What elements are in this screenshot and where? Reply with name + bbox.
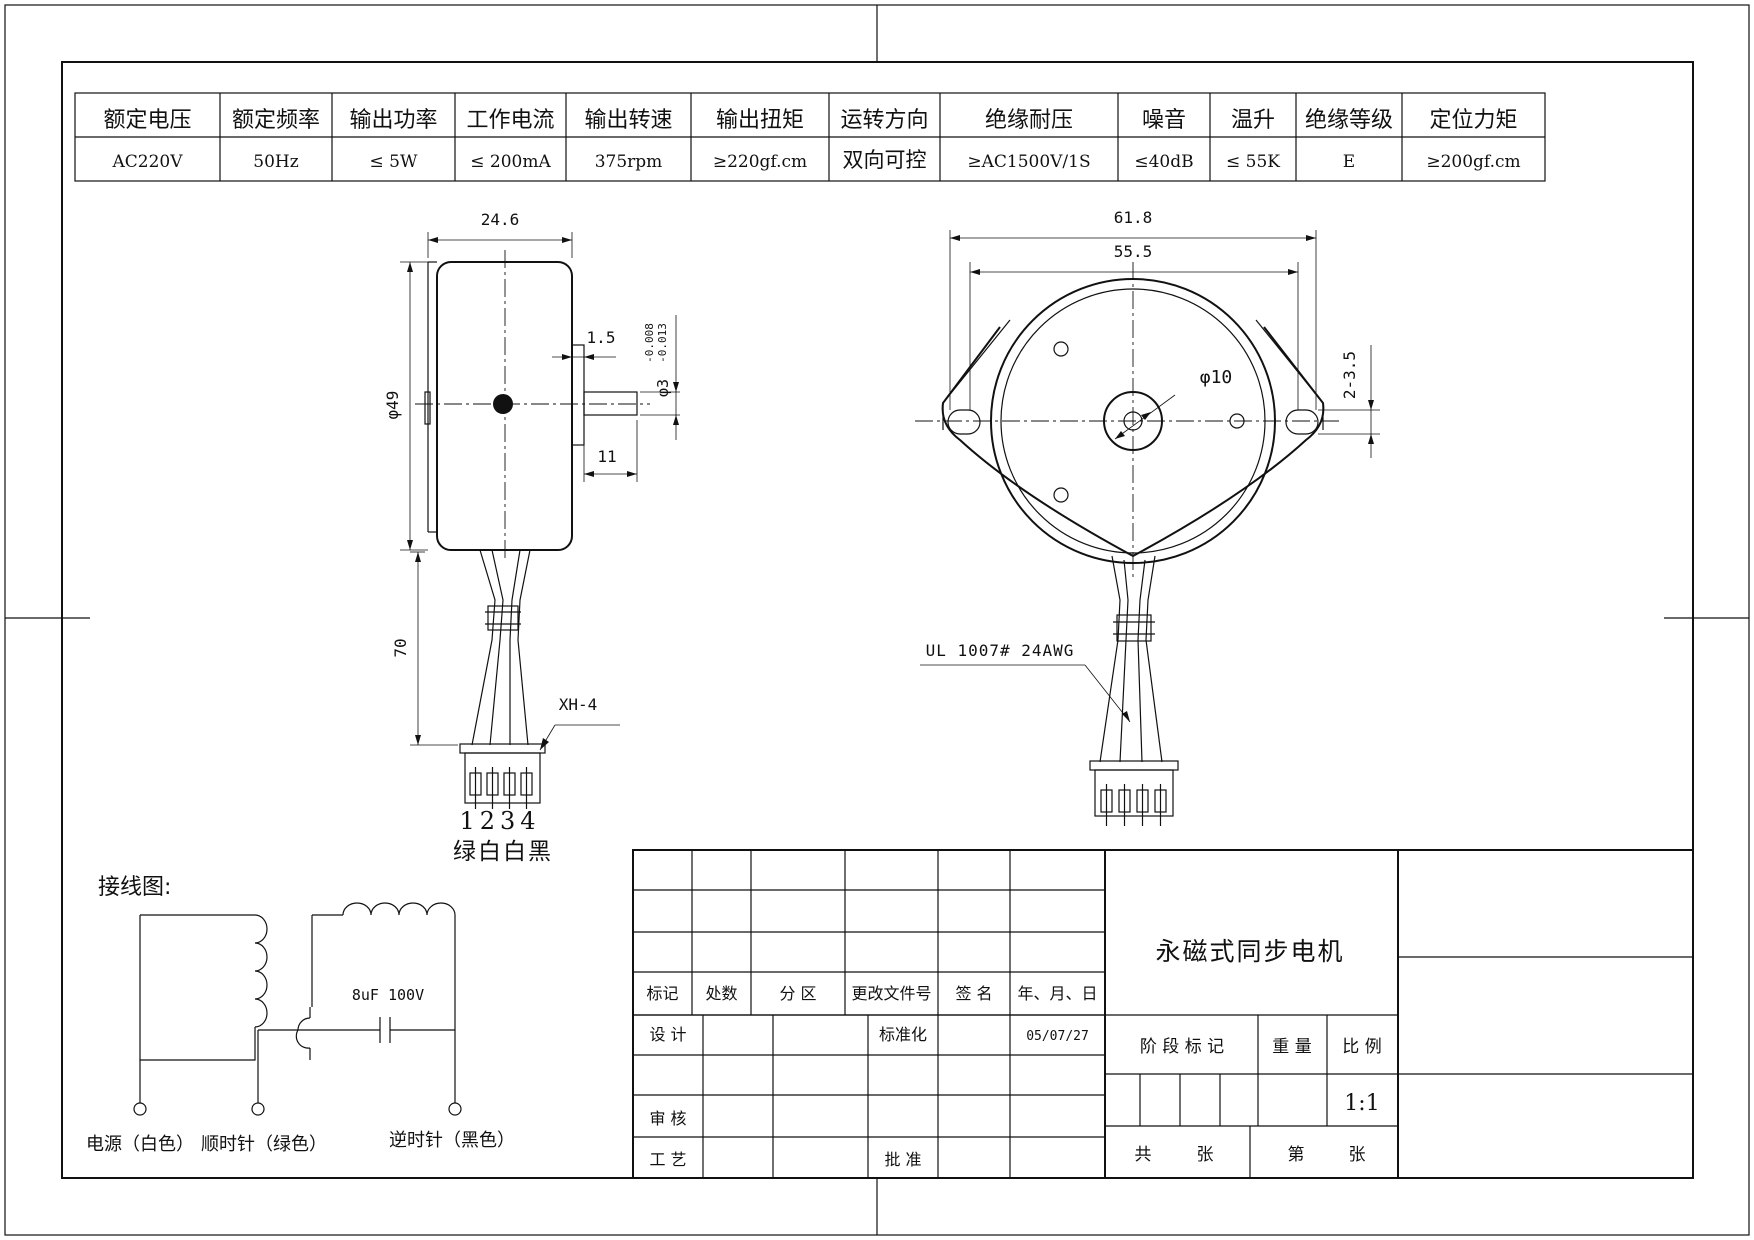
scale-label: 比 例 [1342,1037,1381,1057]
coil-ccw [342,902,456,916]
spec-header: 噪音 [1142,108,1186,133]
approve-label: 批 准 [884,1150,921,1169]
connector-front [1089,760,1179,771]
scale-value: 1:1 [1344,1091,1379,1116]
stage-mark: 阶 段 标 记 [1140,1037,1224,1057]
spec-value: 50Hz [253,152,298,172]
spec-header: 额定电压 [103,108,191,133]
rev-header: 更改文件号 [851,984,931,1003]
pin-colors: 绿白白黑 [453,839,553,865]
weight-label: 重 量 [1272,1037,1311,1057]
spec-value: ≤ 5W [370,152,418,172]
terminal-cw [251,1102,265,1116]
spec-value: ≥AC1500V/1S [967,152,1090,172]
terminal-power-label: 电源（白色） [86,1134,194,1155]
spec-header: 绝缘耐压 [985,108,1073,133]
spec-value: ≤ 55K [1226,152,1280,172]
dim-slot: 2-3.5 [1340,351,1359,399]
spec-table: 额定电压 额定频率 输出功率 工作电流 输出转速 输出扭矩 运转方向 绝缘耐压 噪音 温升 绝缘等级… [74,92,1546,182]
coil-cw [254,914,268,1028]
spec-value: ≤40dB [1134,152,1193,172]
dim-hole-spacing: 55.5 [1114,242,1153,261]
dim-shaft-len: 11 [597,447,616,466]
dim-shaft-tol-lower: -0.013 [656,323,669,363]
connector-label: XH-4 [559,695,598,714]
review-label: 审 核 [649,1109,686,1128]
spec-header: 输出扭矩 [716,108,804,133]
slot-left [947,409,981,435]
center-mark [493,394,513,414]
dim-total-width: 61.8 [1114,208,1153,227]
spec-value: ≥220gf.cm [713,152,807,172]
design-label: 设 计 [649,1025,686,1044]
product-name: 永磁式同步电机 [1155,937,1344,966]
dim-hub: φ10 [1200,367,1233,388]
wiring-diagram: 接线图: 8uF 100V 电源（白色） 顺时针（绿色） 逆时针（黑色） [86,875,515,1155]
spec-header: 温升 [1231,108,1275,133]
spec-header: 运转方向 [840,108,928,133]
rev-header: 年、月、日 [1017,984,1097,1003]
total-sheets-a: 共 [1135,1145,1152,1165]
terminal-ccw-label: 逆时针（黑色） [389,1130,515,1151]
terminal-cw-label: 顺时针（绿色） [201,1134,327,1155]
terminal-ccw [448,1102,462,1116]
sheet-no-b: 张 [1349,1145,1366,1165]
dim-lead-len: 70 [391,638,410,657]
spec-value: E [1343,152,1355,172]
dim-shaft-tol-upper: -0.008 [643,323,656,363]
dim-diameter: φ49 [383,391,402,420]
spec-header: 输出功率 [349,108,437,133]
dim-step: 1.5 [587,328,616,347]
process-label: 工 艺 [649,1150,686,1169]
spec-header: 绝缘等级 [1305,108,1393,133]
total-sheets-b: 张 [1197,1145,1214,1165]
spec-value: 375rpm [595,152,663,172]
pin-numbers: 1234 [459,807,540,835]
spec-header: 定位力矩 [1429,108,1517,133]
wiring-title: 接线图: [98,875,171,900]
standardization-label: 标准化 [879,1025,927,1044]
spec-header: 额定频率 [232,108,320,133]
connector-housing [459,743,546,754]
dim-width: 24.6 [481,210,520,229]
front-view: 61.8 55.5 φ10 2-3.5 UL 1007# 24AWG [915,208,1380,826]
date-value: 05/07/27 [1026,1029,1089,1044]
wire-label: UL 1007# 24AWG [926,641,1075,660]
side-view: 24.6 φ49 1.5 φ3 -0.008 -0.013 11 [383,210,680,865]
sheet-border [4,4,1750,1236]
rev-header: 分 区 [779,984,816,1003]
spec-value: AC220V [111,152,183,172]
slot-right [1285,409,1319,435]
rev-header: 标记 [646,984,678,1003]
terminal-power [133,1102,147,1116]
dim-shaft-dia: φ3 [654,379,672,397]
rev-header: 处数 [705,984,737,1003]
spec-header: 输出转速 [584,108,672,133]
capacitor-label: 8uF 100V [352,986,424,1004]
rev-header: 签 名 [955,984,992,1003]
spec-value: 双向可控 [843,148,927,172]
spec-value: ≤ 200mA [470,152,551,172]
shaft [583,391,638,416]
title-block: 标记 处数 分 区 更改文件号 签 名 年、月、日设 计 标准化 05/07/27 审 核工 艺… [632,849,1694,1179]
sheet-no-a: 第 [1288,1145,1305,1165]
spec-header: 工作电流 [466,108,554,133]
spec-value: ≥200gf.cm [1426,152,1520,172]
